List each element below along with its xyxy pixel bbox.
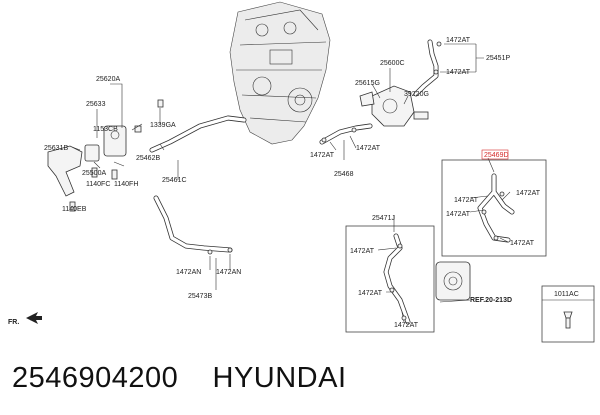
label-39220g: 39220G	[404, 91, 429, 98]
label-25471j: 25471J	[372, 215, 395, 222]
label-25469d: 25469D	[484, 152, 509, 159]
label-ref-20-213d: REF.20-213D	[470, 297, 512, 304]
hose-clamps	[207, 41, 505, 321]
highlight-frame-25469d	[481, 149, 509, 160]
label-1472at-r3: 1472AT	[446, 211, 471, 218]
water-pump-assembly	[359, 85, 429, 127]
label-1472at-r1: 1472AT	[516, 190, 541, 197]
label-1472at-top2: 1472AT	[446, 69, 471, 76]
bolt-icon	[563, 311, 573, 329]
label-1472at-mid1: 1472AT	[310, 152, 335, 159]
label-25461c: 25461C	[162, 177, 187, 184]
label-1472an-1: 1472AN	[176, 269, 201, 276]
label-25473b: 25473B	[188, 293, 212, 300]
water-inlet-fitting	[47, 145, 83, 197]
label-1140fc: 1140FC	[86, 181, 110, 188]
label-25600c: 25600C	[380, 60, 405, 67]
label-1140eb: 1140EB	[62, 206, 87, 213]
engine-block	[229, 1, 331, 145]
label-1153cb: 1153CB	[93, 126, 118, 133]
label-front: FR.	[8, 319, 19, 326]
label-25620a: 25620A	[96, 76, 120, 83]
parts-box-1011ac	[541, 285, 595, 343]
label-1472at-b1: 1472AT	[350, 248, 375, 255]
parts-box-25469d	[441, 159, 547, 257]
label-25462b: 25462B	[136, 155, 160, 162]
oil-cooler	[435, 261, 471, 301]
label-25615g: 25615G	[355, 80, 380, 87]
label-1339ga: 1339GA	[150, 122, 176, 129]
label-25500a: 25500A	[82, 170, 106, 177]
parts-box-25471j	[345, 225, 435, 333]
label-1472an-2: 1472AN	[216, 269, 241, 276]
label-1472at-r2: 1472AT	[454, 197, 479, 204]
label-25451p: 25451P	[486, 55, 510, 62]
thermostat-housing	[84, 125, 127, 162]
label-1011ac: 1011AC	[554, 291, 579, 298]
label-1140fh: 1140FH	[114, 181, 138, 188]
parts-diagram: 25620A 25633 1153CB 1339GA 25631B 25462B…	[8, 1, 595, 343]
label-25468: 25468	[334, 171, 354, 178]
label-1472at-top1: 1472AT	[446, 37, 471, 44]
label-1472at-r4: 1472AT	[510, 240, 535, 247]
arrow-icon	[26, 312, 42, 324]
label-25631b: 25631B	[44, 145, 68, 152]
label-1472at-b3: 1472AT	[394, 322, 419, 329]
label-1472at-b2: 1472AT	[358, 290, 383, 297]
label-25633: 25633	[86, 101, 106, 108]
label-1472at-mid2: 1472AT	[356, 145, 381, 152]
part-number-caption: 2546904200 HYUNDAI	[12, 362, 347, 394]
